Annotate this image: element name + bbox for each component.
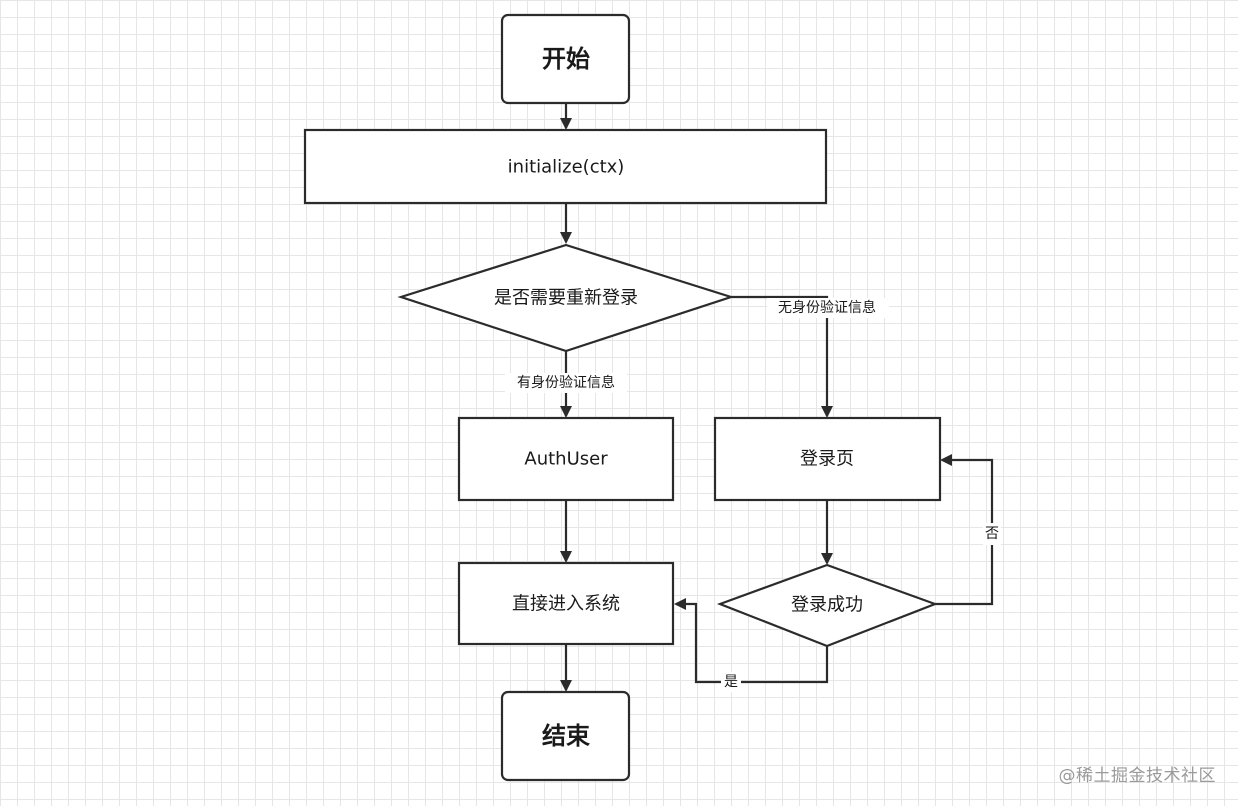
login-page-label: 登录页 — [800, 449, 854, 470]
auth-user-label: AuthUser — [524, 449, 608, 470]
need-relogin-label: 是否需要重新登录 — [494, 288, 638, 309]
login-page-process-shape — [713, 416, 942, 502]
node-need-relogin: 是否需要重新登录 — [397, 243, 735, 353]
node-start: 开始 — [500, 13, 631, 105]
edge-label-yes: 是 — [724, 674, 738, 690]
yes-label-bg — [721, 672, 741, 692]
node-login-page: 登录页 — [713, 416, 942, 502]
initialize-process-shape — [303, 128, 828, 205]
edge-label-no-auth-info: 无身份验证信息 — [778, 299, 876, 316]
login-success-decision-shape — [716, 563, 939, 648]
need-relogin-decision-shape — [397, 243, 735, 353]
node-initialize: initialize(ctx) — [303, 128, 828, 205]
end-label: 结束 — [542, 722, 591, 750]
node-end: 结束 — [500, 690, 631, 782]
edge-labels: 有身份验证信息 无身份验证信息 否 是 — [505, 298, 1001, 692]
enter-system-process-shape — [457, 561, 675, 646]
login-success-label: 登录成功 — [791, 595, 863, 616]
edge-decision-to-loginpage — [731, 295, 833, 418]
watermark-text: @稀土掘金技术社区 — [1058, 766, 1216, 786]
node-enter-system: 直接进入系统 — [457, 561, 675, 646]
start-label: 开始 — [542, 45, 590, 73]
end-terminal-shape — [500, 690, 631, 782]
node-login-success: 登录成功 — [716, 563, 939, 648]
auth-user-process-shape — [457, 416, 675, 502]
edge-success-yes — [674, 598, 829, 684]
initialize-label: initialize(ctx) — [508, 157, 625, 178]
edge-label-has-auth-info: 有身份验证信息 — [517, 374, 615, 391]
start-terminal-shape — [500, 13, 631, 105]
has-auth-label-bg — [505, 373, 627, 393]
node-auth-user: AuthUser — [457, 416, 675, 502]
edge-label-no: 否 — [985, 526, 999, 542]
enter-system-label: 直接进入系统 — [512, 594, 620, 615]
no-auth-label-bg — [767, 298, 889, 318]
no-label-bg — [983, 523, 1001, 545]
